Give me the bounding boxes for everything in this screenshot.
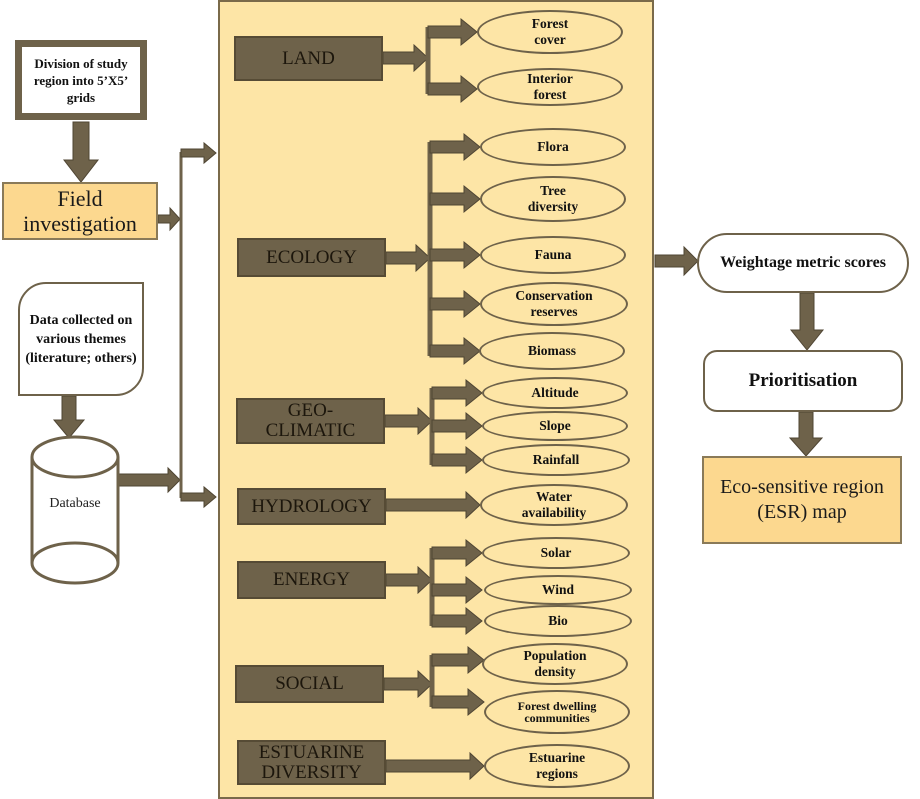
- theme-geo-climatic: GEO-CLIMATIC: [236, 398, 385, 444]
- weightage-label: Weightage metric scores: [720, 254, 886, 271]
- item-label: Population density: [523, 648, 587, 679]
- prioritisation-box: Prioritisation: [703, 350, 903, 412]
- item-water-availability: Water availability: [480, 484, 628, 526]
- item-bio: Bio: [484, 605, 632, 637]
- theme-land: LAND: [234, 36, 383, 81]
- theme-estuarine-diversity: ESTUARINE DIVERSITY: [237, 740, 386, 785]
- item-forest-dwelling-communities: Forest dwelling communities: [484, 690, 630, 734]
- item-solar: Solar: [482, 537, 630, 569]
- item-label: Rainfall: [532, 452, 580, 467]
- prioritisation-label: Prioritisation: [748, 370, 858, 391]
- item-forest-cover: Forest cover: [477, 10, 623, 54]
- item-label: Forest dwelling communities: [517, 699, 597, 725]
- item-wind: Wind: [484, 575, 632, 605]
- theme-ecology-label: ECOLOGY: [266, 246, 357, 268]
- weightage-box: Weightage metric scores: [697, 233, 909, 293]
- item-tree-diversity: Tree diversity: [480, 176, 626, 222]
- item-label: Fauna: [534, 247, 572, 262]
- theme-estuarine-diversity-label: ESTUARINE DIVERSITY: [258, 741, 365, 783]
- arrow-division-to-field: [62, 121, 100, 183]
- item-label: Solar: [540, 545, 572, 560]
- item-label: Water availability: [521, 489, 587, 520]
- item-label: Interior forest: [527, 71, 573, 102]
- item-altitude: Altitude: [482, 377, 628, 409]
- theme-social-label: SOCIAL: [275, 673, 344, 694]
- arrow-prioritisation-to-esr: [788, 411, 824, 457]
- item-biomass: Biomass: [479, 332, 625, 370]
- item-estuarine-regions: Estuarine regions: [484, 744, 630, 788]
- item-label: Estuarine regions: [528, 750, 586, 781]
- item-population-density: Population density: [482, 643, 628, 685]
- arrow-field-to-split: [157, 206, 181, 232]
- arrow-data-to-database: [52, 395, 86, 439]
- database-cylinder: [30, 435, 120, 585]
- arrow-panel-to-weightage: [654, 245, 699, 277]
- theme-energy-label: ENERGY: [272, 569, 351, 590]
- theme-ecology: ECOLOGY: [237, 238, 386, 277]
- arrow-split-top: [180, 141, 217, 165]
- theme-social: SOCIAL: [235, 665, 384, 703]
- item-label: Bio: [548, 613, 568, 628]
- theme-energy: ENERGY: [237, 561, 386, 599]
- item-conservation-reserves: Conservation reserves: [480, 282, 628, 326]
- arrow-weightage-to-prioritisation: [789, 292, 825, 351]
- field-investigation-label: Field investigation: [23, 186, 137, 236]
- division-box: Division of study region into 5’X5’ grid…: [15, 40, 147, 120]
- item-label: Tree diversity: [527, 183, 579, 214]
- theme-hydrology: HYDROLOGY: [237, 488, 386, 525]
- esr-map-box: Eco-sensitive region (ESR) map: [702, 456, 902, 544]
- item-label: Wind: [541, 582, 575, 597]
- item-label: Forest cover: [531, 16, 569, 47]
- division-box-label: Division of study region into 5’X5’ grid…: [33, 55, 129, 105]
- item-interior-forest: Interior forest: [477, 68, 623, 106]
- arrow-split-bottom: [180, 485, 217, 509]
- arrow-database-to-split: [117, 466, 181, 494]
- item-label: Flora: [537, 139, 569, 154]
- theme-land-label: LAND: [282, 47, 335, 69]
- item-fauna: Fauna: [480, 236, 626, 274]
- database-label: Database: [49, 496, 101, 511]
- item-label: Biomass: [527, 343, 576, 358]
- data-collected-box: Data collected on various themes (litera…: [18, 282, 144, 396]
- item-label: Altitude: [531, 385, 579, 400]
- item-label: Conservation reserves: [515, 288, 593, 319]
- esr-map-label: Eco-sensitive region (ESR) map: [720, 476, 884, 523]
- item-rainfall: Rainfall: [482, 444, 630, 476]
- item-slope: Slope: [482, 411, 628, 441]
- data-collected-label: Data collected on various themes (litera…: [25, 312, 137, 366]
- theme-hydrology-label: HYDROLOGY: [251, 495, 372, 517]
- field-investigation-box: Field investigation: [2, 182, 158, 240]
- item-flora: Flora: [480, 128, 626, 166]
- item-label: Slope: [539, 418, 571, 433]
- theme-geo-climatic-label: GEO-CLIMATIC: [265, 400, 356, 441]
- split-line: [179, 152, 183, 498]
